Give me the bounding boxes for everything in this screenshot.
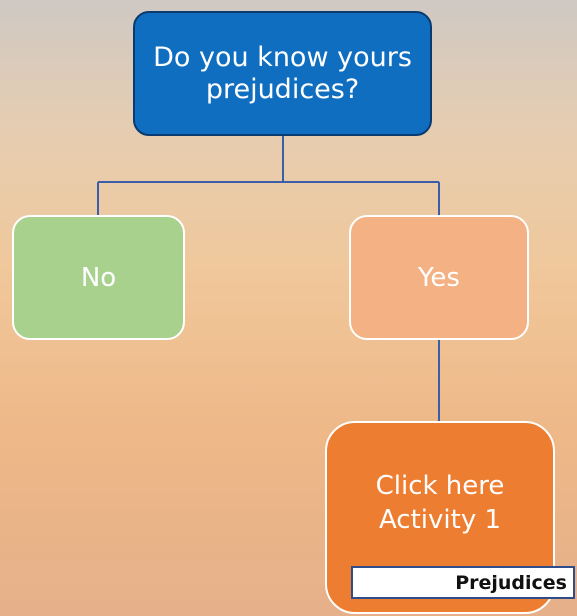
activity-link-line1: Click here xyxy=(375,470,505,501)
no-answer-label: No xyxy=(80,262,117,293)
yes-answer-label: Yes xyxy=(418,262,460,293)
root-question-box: Do you know yours prejudices? xyxy=(133,11,432,136)
activity-link-line2: Activity 1 xyxy=(378,504,502,535)
yes-answer-box[interactable]: Yes xyxy=(349,215,529,340)
no-answer-box[interactable]: No xyxy=(12,215,185,340)
root-question-text: Do you know yours prejudices? xyxy=(153,41,412,105)
prejudices-tag-label: Prejudices xyxy=(455,571,567,594)
prejudices-tag[interactable]: Prejudices xyxy=(351,566,575,599)
